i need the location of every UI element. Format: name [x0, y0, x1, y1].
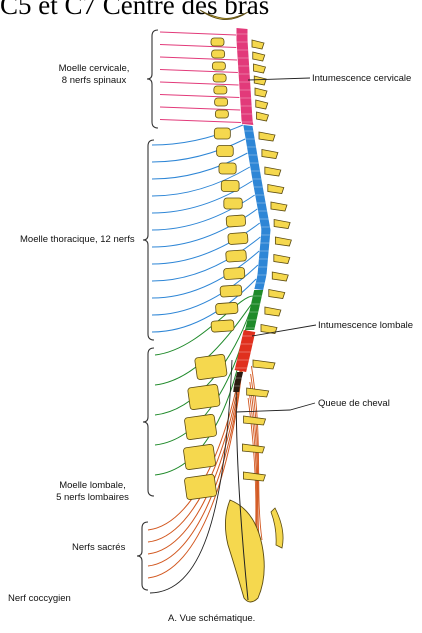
spinous-process: [259, 132, 275, 141]
vertebral-body: [219, 163, 236, 174]
occipital-bone: [200, 10, 248, 20]
label-lumbar-cord: Moelle lombale, 5 nerfs lombaires: [40, 480, 145, 504]
nerve-cervical: [160, 57, 237, 60]
spinous-process: [247, 388, 269, 397]
vertebrae: [183, 10, 291, 602]
vertebral-body: [223, 267, 245, 279]
spinous-process: [243, 472, 265, 481]
spinous-process: [252, 40, 264, 49]
label-cervical-line1: Moelle cervicale,: [44, 63, 144, 75]
vertebral-body: [195, 354, 228, 380]
nerve-cervical: [160, 82, 239, 85]
vertebral-body: [215, 110, 228, 118]
vertebral-body: [213, 74, 226, 82]
label-cervical-enlargement: Intumescence cervicale: [312, 73, 411, 85]
figure-caption: A. Vue schématique.: [168, 613, 255, 625]
nerve-cervical: [160, 32, 236, 35]
vertebral-body: [215, 302, 238, 315]
vertebral-body: [184, 474, 217, 500]
spinous-process: [244, 416, 266, 425]
nerve-cervical: [160, 120, 241, 123]
vertebral-body: [224, 198, 242, 209]
spinous-process: [265, 307, 281, 316]
bracket-thoracic: [143, 140, 154, 340]
vertebral-body: [215, 98, 228, 106]
label-cauda-equina: Queue de cheval: [318, 398, 390, 410]
spinous-process: [254, 76, 266, 85]
leader-cauda-equina: [236, 403, 315, 412]
spinous-process: [274, 220, 290, 229]
label-lumbar-line1: Moelle lombale,: [40, 480, 145, 492]
nerve-cervical: [160, 107, 240, 110]
label-thoracic-cord: Moelle thoracique, 12 nerfs: [20, 234, 135, 246]
nerve-cervical: [160, 45, 236, 48]
nerve-cervical: [160, 95, 239, 98]
vertebral-body: [188, 384, 221, 410]
label-sacral-nerves: Nerfs sacrés: [72, 542, 125, 554]
spinous-process: [255, 88, 267, 97]
vertebral-body: [183, 444, 216, 470]
spinous-process: [265, 167, 281, 176]
vertebral-body: [212, 62, 225, 70]
vertebral-body: [228, 232, 248, 244]
spinous-process: [262, 150, 278, 159]
vertebral-body: [214, 86, 227, 94]
label-coccygeal-nerve: Nerf coccygien: [8, 593, 71, 605]
spinous-process: [242, 444, 264, 453]
vertebral-body: [217, 146, 234, 157]
spinous-process: [269, 290, 285, 299]
spinous-process: [271, 202, 287, 211]
vertebral-body: [214, 128, 230, 139]
spinous-process: [272, 272, 288, 281]
nerve-cervical: [160, 70, 238, 73]
vertebral-body: [220, 285, 242, 297]
brackets: [137, 30, 158, 590]
label-cervical-cord: Moelle cervicale, 8 nerfs spinaux: [44, 63, 144, 87]
bracket-lumbar: [143, 348, 154, 496]
vertebral-body: [211, 320, 234, 333]
vertebral-body: [211, 38, 224, 46]
spinous-process: [253, 360, 275, 369]
label-lumbar-line2: 5 nerfs lombaires: [40, 492, 145, 504]
vertebral-body: [226, 250, 247, 262]
spinous-process: [254, 64, 266, 73]
vertebral-body: [184, 414, 217, 440]
vertebral-body: [226, 215, 246, 227]
vertebral-body: [221, 181, 239, 192]
bracket-sacral: [137, 522, 148, 590]
bracket-cervical: [147, 30, 158, 128]
spinous-process: [253, 52, 265, 61]
spinous-process: [256, 100, 268, 109]
spinous-process: [257, 112, 269, 121]
spinous-process: [274, 255, 290, 264]
sacral-crest: [271, 508, 283, 548]
spinous-process: [268, 185, 284, 194]
label-lumbar-enlargement: Intumescence lombale: [318, 320, 413, 332]
vertebral-body: [212, 50, 225, 58]
label-cervical-line2: 8 nerfs spinaux: [44, 75, 144, 87]
spinous-process: [275, 237, 291, 246]
nerve-lumbar: [155, 296, 253, 355]
cord-conus: [233, 372, 243, 392]
